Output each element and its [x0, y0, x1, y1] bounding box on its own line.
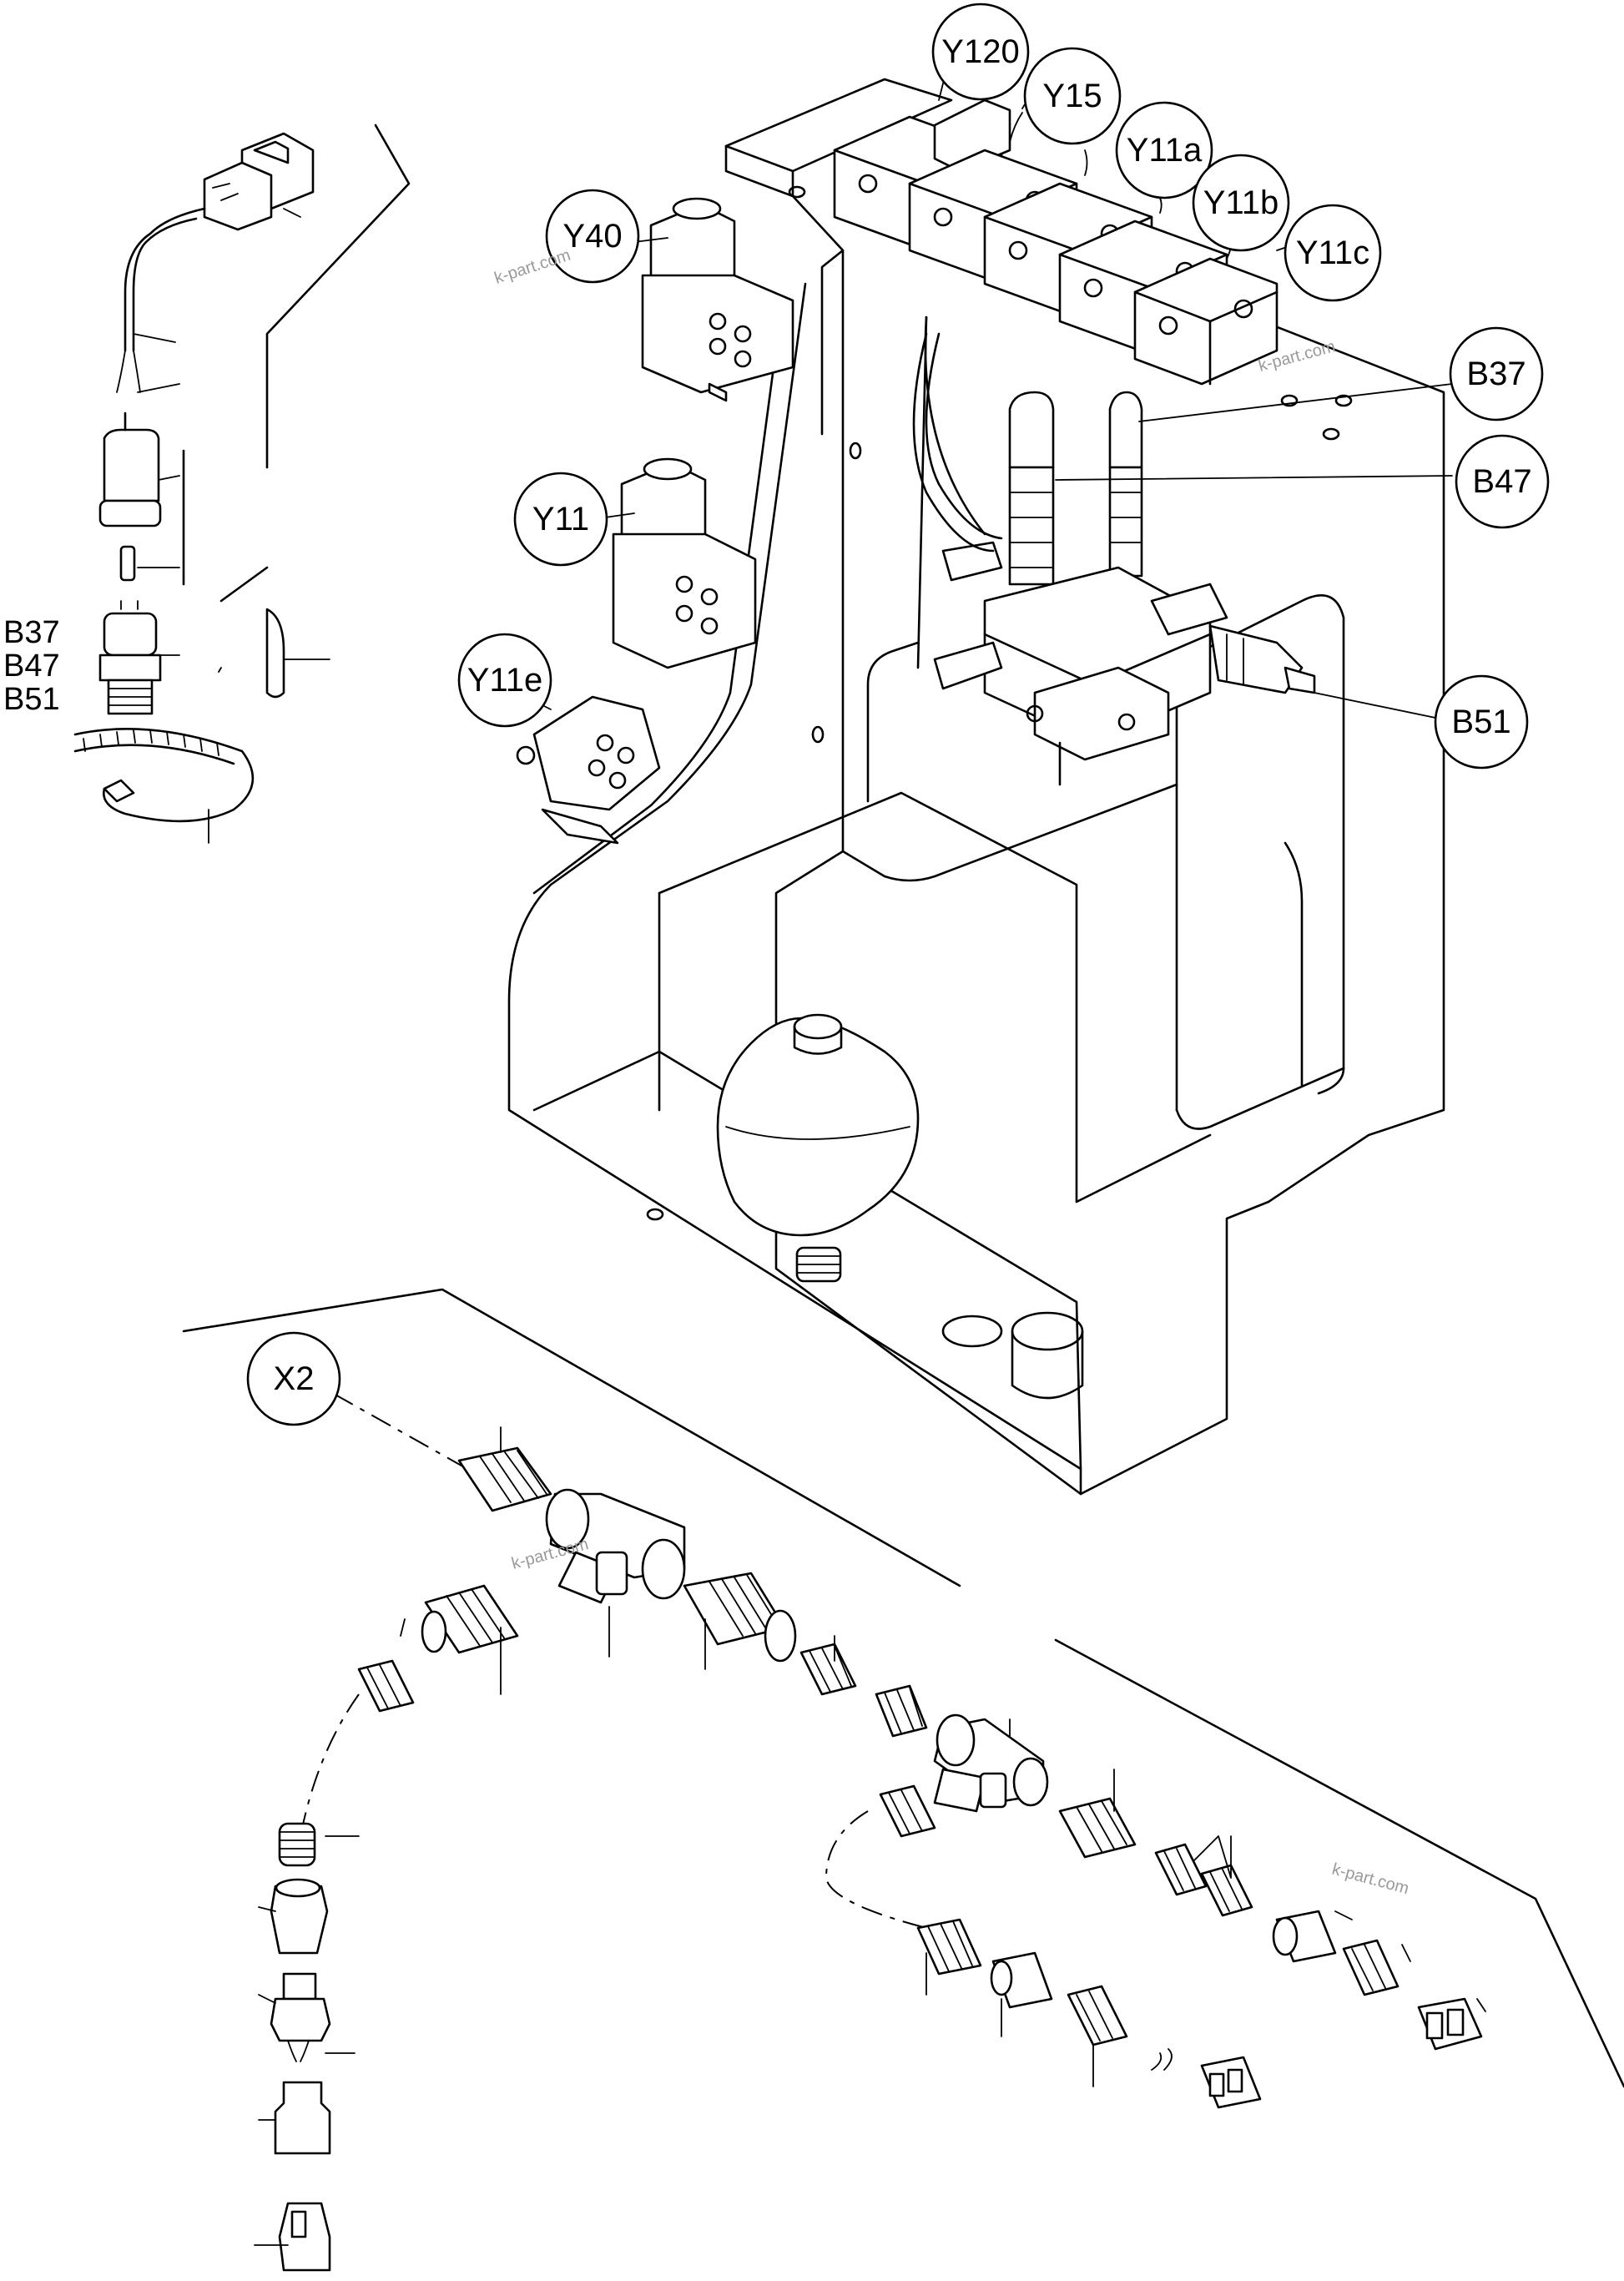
side-valve-y40 — [641, 197, 794, 402]
tee-2 — [933, 1713, 1049, 1813]
callout-b47-label: B47 — [1472, 463, 1531, 500]
fitting-6 — [1154, 1843, 1253, 1917]
fitting-9 — [916, 1918, 1262, 2109]
callout-y11e: Y11e — [457, 633, 552, 728]
callout-x2-label: X2 — [274, 1360, 315, 1397]
callout-b37-label: B37 — [1466, 356, 1526, 392]
callout-y11b: Y11b — [1192, 154, 1290, 252]
fitting-4 — [875, 1684, 928, 1738]
callout-y11: Y11 — [513, 472, 608, 567]
fitting-2 — [683, 1572, 797, 1663]
fitting-3 — [799, 1643, 857, 1696]
callout-y11c: Y11c — [1284, 204, 1382, 302]
fitting-7 — [1272, 1910, 1400, 1996]
accumulator — [716, 1013, 920, 1283]
callout-y11a-label: Y11a — [1127, 132, 1203, 169]
central-manifold — [912, 332, 1316, 786]
fitting-11 — [357, 1659, 415, 1713]
fitting-5 — [1058, 1797, 1137, 1859]
callout-y11e-label: Y11e — [467, 662, 542, 699]
callout-y11c-label: Y11c — [1296, 235, 1369, 271]
callout-b37: B37 — [1449, 326, 1544, 421]
valve-block-row — [833, 66, 1279, 386]
callout-y11a: Y11a — [1115, 101, 1213, 199]
vertical-stack — [270, 1822, 331, 2272]
accumulator-thread — [795, 1246, 842, 1283]
bolt-holes — [646, 185, 1353, 1221]
sensor-connector — [203, 132, 315, 231]
floor-openings — [941, 1311, 1084, 1400]
callout-y11b-label: Y11b — [1203, 184, 1279, 221]
connector-right — [1417, 1997, 1483, 2051]
callout-b47: B47 — [1455, 434, 1550, 529]
fitting-10 — [421, 1584, 519, 1654]
sensor-label-stack: B37 B47 B51 — [3, 615, 60, 717]
tank-frame — [507, 78, 1445, 1496]
fitting-1 — [457, 1446, 552, 1512]
callout-y11-label: Y11 — [532, 501, 589, 537]
callout-y120: Y120 — [931, 3, 1030, 101]
callout-y15: Y15 — [1023, 47, 1122, 145]
callout-b51-label: B51 — [1451, 704, 1511, 740]
callout-y40-label: Y40 — [562, 218, 622, 255]
fitting-8 — [879, 1784, 936, 1838]
sensor-label-b51: B51 — [3, 682, 60, 717]
watermark-1: k-part.com — [492, 246, 573, 288]
bottom-hose-assembly — [182, 1288, 1624, 2272]
callout-b51: B51 — [1434, 674, 1529, 770]
side-valve-y11 — [612, 457, 757, 669]
side-valve-y11e — [516, 695, 661, 845]
callout-y40: Y40 — [545, 189, 640, 284]
callout-y120-label: Y120 — [941, 33, 1019, 70]
watermark-4: k-part.com — [1330, 1860, 1411, 1899]
callout-x2: X2 — [246, 1331, 341, 1426]
tee-1 — [545, 1488, 686, 1604]
sensor-label-b37: B37 — [3, 615, 60, 650]
pressure-sensor-exploded — [73, 124, 411, 844]
callout-y15-label: Y15 — [1042, 78, 1102, 114]
sensor-label-b47: B47 — [3, 648, 60, 684]
